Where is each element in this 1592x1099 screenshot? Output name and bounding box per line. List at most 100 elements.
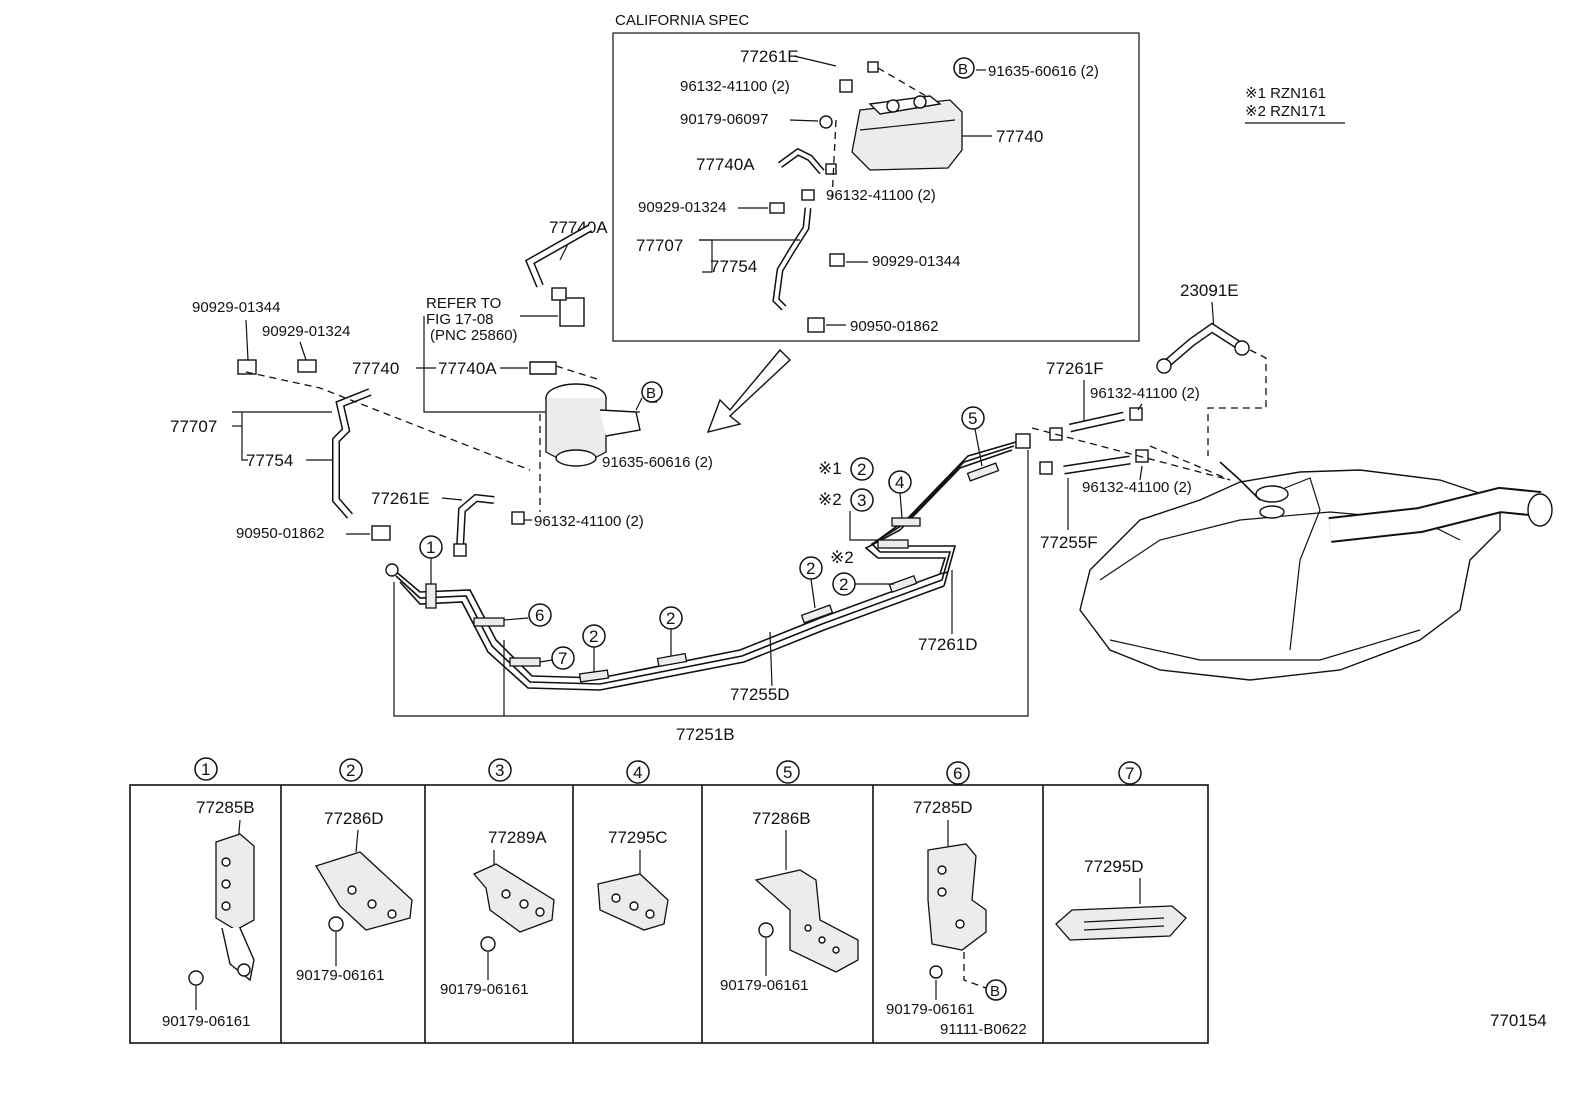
clamp-2-drawing [315,851,413,931]
label-77255f: 77255F [1040,533,1098,552]
clamp-2-fastener: 90179-06161 [296,967,384,984]
clamp-1-num: 1 [201,760,210,779]
clamp-4-num: 4 [633,763,642,782]
clamp-90929-01324 [297,359,317,373]
main-line-labels: 77255D 77261D 77251B [393,450,1029,744]
cal-label-90179: 90179-06097 [680,111,768,128]
line-callout-2b: 2 [666,609,675,628]
line-callout-7: 7 [558,649,567,668]
fuel-line-bundle [385,433,1031,691]
line-callout-4: 4 [895,473,904,492]
clamp-3-part: 77289A [488,828,547,847]
line-callout-1: 1 [426,538,435,557]
bracket-77251b [393,450,1029,717]
inset-pointer-arrow [706,348,792,434]
legend-line-1: ※1 RZN161 [1245,85,1326,102]
clamp-2-num: 2 [346,761,355,780]
label-77740a-mid: 77740A [438,359,497,378]
clamp-6-marker: B [990,983,1000,1000]
label-pnc: (PNC 25860) [430,327,518,344]
label-23091e: 23091E [1180,281,1239,300]
label-90950-01862: 90950-01862 [236,525,324,542]
clamp-7-num: 7 [1125,764,1134,783]
california-spec-frame [612,32,1140,342]
line-callout-3: 3 [857,491,866,510]
clamp-detail-table: 1 2 3 4 5 6 7 77285B 90179-06161 77286D … [129,757,1209,1044]
label-77255d: 77255D [730,685,790,704]
label-90929-01344: 90929-01344 [192,299,280,316]
cal-label-90929-01324: 90929-01324 [638,199,726,216]
clamp-5-part: 77286B [752,809,811,828]
figure-id: 770154 [1490,1011,1547,1030]
clamp-6-part: 77285D [913,798,973,817]
label-77261e: 77261E [371,489,430,508]
fuel-tank-assembly: 23091E 77261F 96132-41100 (2) 96132-4110… [1031,281,1553,681]
line-callout-2d: 2 [839,575,848,594]
clamp-6-drawing [927,843,987,951]
left-evap-assembly: 77740A 90929-01344 90929-01324 REFER TO … [170,218,713,557]
model-legend: ※1 RZN161 ※2 RZN171 [1245,85,1345,124]
cal-marker-b-text: B [958,61,968,78]
note-1-mark: ※1 [818,459,842,478]
cal-charcoal-canister [851,95,963,171]
label-77740a-top: 77740A [549,218,608,237]
california-spec-inset: CALIFORNIA SPEC 77261E 96132-41100 (2) 9… [612,12,1140,342]
note-2-mark-c: ※2 [830,548,854,567]
california-spec-title: CALIFORNIA SPEC [615,12,749,29]
line-callout-2a: 2 [589,627,598,646]
clamp-3-num: 3 [495,761,504,780]
note-2-mark: ※2 [818,490,842,509]
cal-grommet-90950 [807,317,825,333]
cal-label-77740: 77740 [996,127,1043,146]
cal-label-91635: 91635-60616 (2) [988,63,1099,80]
cal-clip-96132 [839,79,853,93]
clamp-90929-01344 [237,359,257,375]
cal-label-77261e: 77261E [740,47,799,66]
label-fig: FIG 17-08 [426,311,494,328]
label-refer-to: REFER TO [426,295,501,312]
cal-label-90929-01344: 90929-01344 [872,253,960,270]
label-77251b: 77251B [676,725,735,744]
clamp-6-fastener: 90179-06161 [886,1001,974,1018]
cal-label-77707: 77707 [636,236,683,255]
label-96132-r1: 96132-41100 (2) [1090,385,1200,402]
clamp-7-drawing [1055,905,1187,941]
line-callouts: 1 6 7 2 2 2 ※2 2 ※1 2 ※2 3 4 5 [419,406,985,672]
clamp-5-drawing [754,869,859,973]
clamp-1-fastener: 90179-06161 [162,1013,250,1030]
charcoal-canister [545,383,641,467]
cal-bolt-90179 [819,115,833,129]
clamp-5-fastener: 90179-06161 [720,977,808,994]
clamp-4-part: 77295C [608,828,668,847]
legend-line-2: ※2 RZN171 [1245,103,1326,120]
line-callout-2c: 2 [806,559,815,578]
label-77261d: 77261D [918,635,978,654]
clamp-3-drawing [472,863,555,933]
clamp-6-fastener-2: 91111-B0622 [940,1021,1027,1038]
clip-96132-main [511,511,525,525]
vsv-valve [559,297,585,327]
clamp-7-part: 77295D [1084,857,1144,876]
cal-clip-top [867,61,879,73]
clamp-table-frame [129,784,1209,1044]
line-callout-5: 5 [968,409,977,428]
marker-b-main-text: B [646,385,656,402]
grommet-90950 [371,525,391,541]
line-callout-6: 6 [535,606,544,625]
cal-label-77740a: 77740A [696,155,755,174]
clamp-3-fastener: 90179-06161 [440,981,528,998]
label-77740-left: 77740 [352,359,399,378]
cal-label-96132-b: 96132-41100 (2) [826,187,936,204]
label-77754: 77754 [246,451,293,470]
clamp-6-num: 6 [953,764,962,783]
label-96132-r2: 96132-41100 (2) [1082,479,1192,496]
label-91635-main: 91635-60616 (2) [602,454,713,471]
label-77261f: 77261F [1046,359,1104,378]
clamp-2-part: 77286D [324,809,384,828]
cal-marker-b [953,57,975,79]
label-96132-main: 96132-41100 (2) [534,513,644,530]
cal-label-96132: 96132-41100 (2) [680,78,790,95]
cal-label-90950: 90950-01862 [850,318,938,335]
clamp-1-part: 77285B [196,798,255,817]
line-callout-2e: 2 [857,460,866,479]
